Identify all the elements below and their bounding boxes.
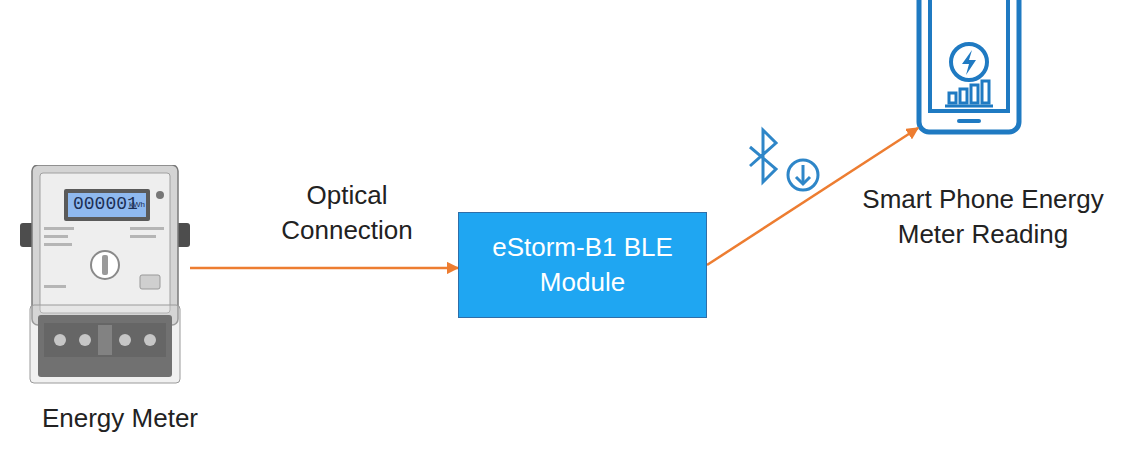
node-caption: Smart Phone Energy Meter Reading [843,182,1123,252]
ble-module-box: eStorm-B1 BLE Module [458,212,707,318]
connector-label: Optical Connection [267,178,427,248]
smartphone-icon [913,0,1025,136]
smartphone-node: Smart Phone Energy Meter Reading [918,0,1020,130]
node-caption: Energy Meter [20,401,220,436]
meter-display-reading: 000001 [73,194,138,214]
box-text: eStorm-B1 BLE Module [469,230,696,300]
arrow-connector [190,267,458,270]
bluetooth-symbol [740,125,830,197]
meter-unit-text: kWh [129,200,145,209]
